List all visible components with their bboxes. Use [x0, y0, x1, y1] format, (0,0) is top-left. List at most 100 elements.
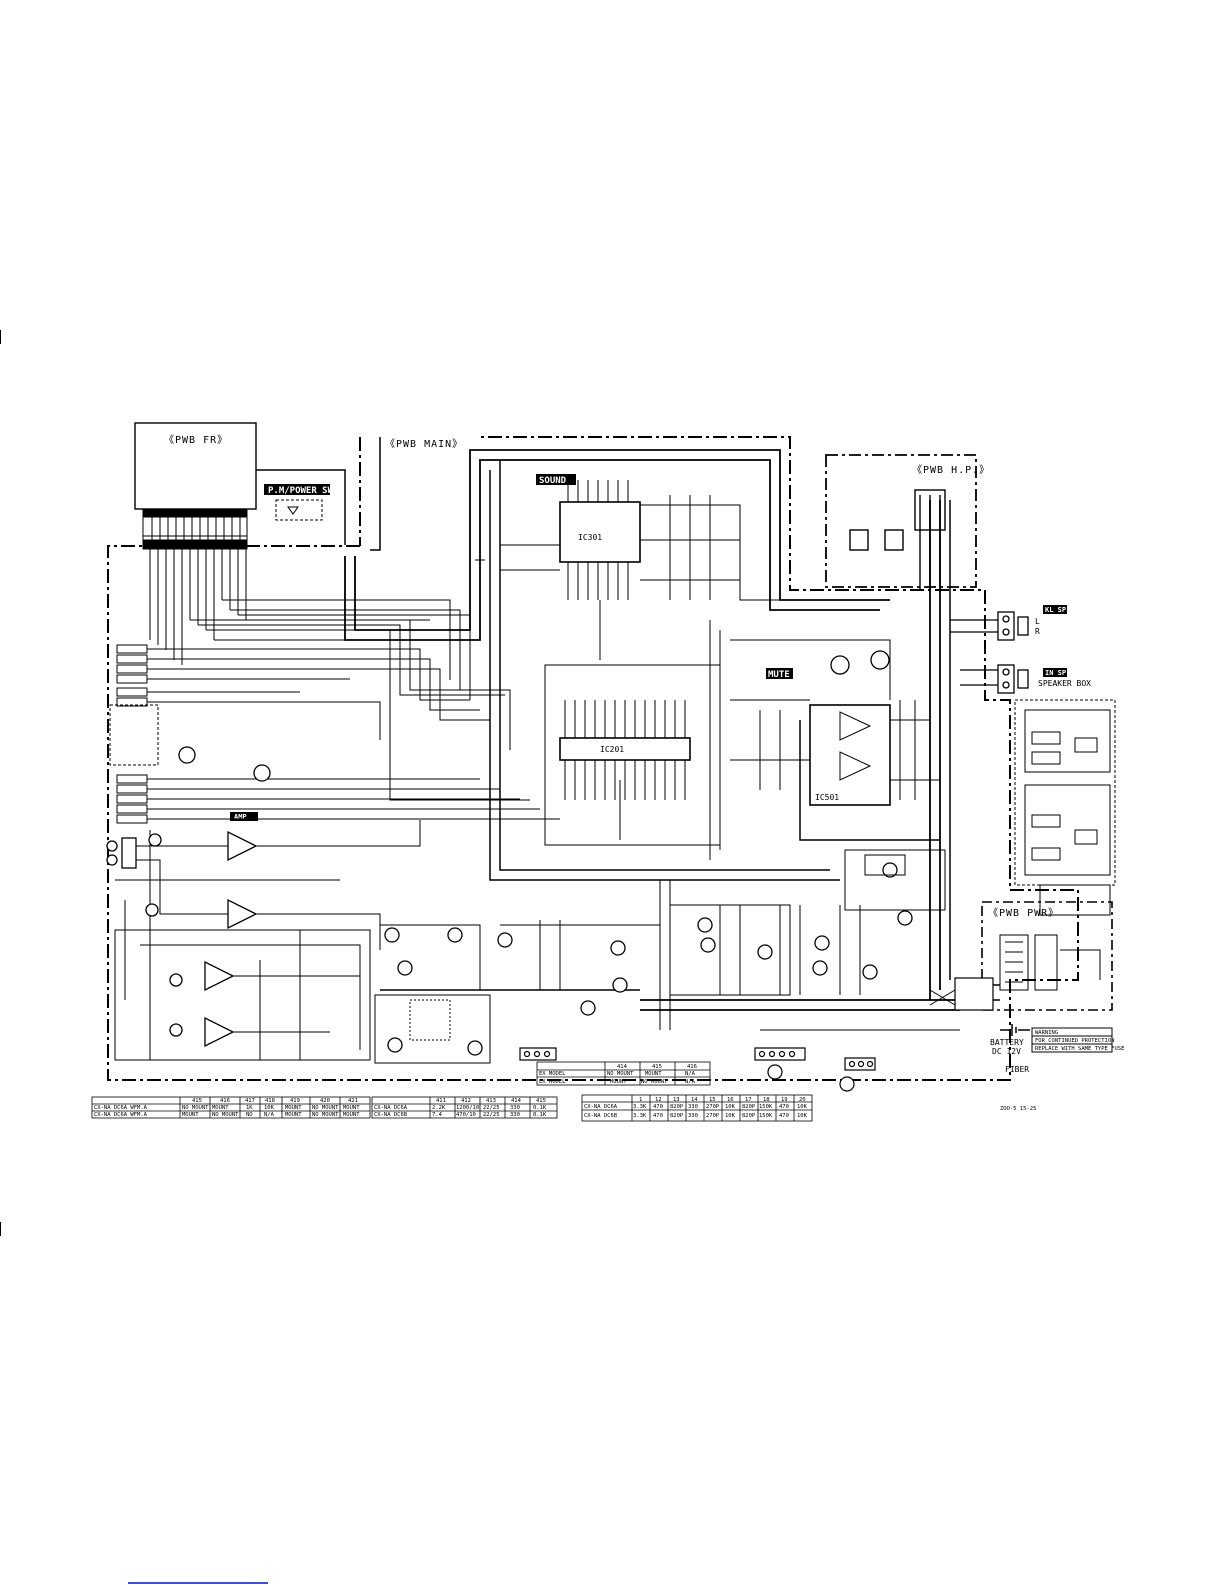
speaker-l-label: L: [1035, 617, 1040, 626]
svg-text:416: 416: [220, 1098, 230, 1104]
bus-wiring: [147, 437, 1000, 1031]
svg-text:CX-NA DC6B: CX-NA DC6B: [584, 1113, 618, 1119]
input-section-wiring: [114, 820, 421, 1061]
svg-text:MUTE: MUTE: [768, 670, 790, 680]
svg-text:20: 20: [799, 1097, 806, 1103]
transformer-variant-2: [1024, 784, 1111, 876]
in-sp-tag: IN SP: [1043, 668, 1067, 677]
svg-text:CX-NA DC6B: CX-NA DC6B: [374, 1112, 408, 1118]
pwb-hp-label: 《PWB H.P.》: [912, 464, 990, 476]
table-right: [581, 1094, 813, 1122]
bottom-connectors: [519, 977, 994, 1092]
svg-text:CX-NA DC6A WFM.A: CX-NA DC6A WFM.A: [94, 1112, 148, 1118]
svg-text:EX MODEL: EX MODEL: [539, 1079, 566, 1085]
svg-text:MOUNT: MOUNT: [343, 1105, 360, 1111]
svg-text:WARNING: WARNING: [1035, 1030, 1058, 1036]
tone-transistors: [384, 862, 913, 1056]
svg-text:270P: 270P: [706, 1113, 720, 1119]
bottom-rule: [128, 1582, 268, 1584]
svg-text:N/A: N/A: [685, 1071, 696, 1077]
mute-transistors: [830, 650, 890, 675]
svg-text:IC501: IC501: [815, 793, 839, 802]
svg-text:MOUNT: MOUNT: [285, 1105, 302, 1111]
table-left-text: CX-NA DC6A WFM.A CX-NA DC6A WFM.A 415 41…: [94, 1098, 360, 1118]
crop-mark-top: [0, 330, 1, 344]
svg-text:16: 16: [727, 1097, 734, 1103]
op-amp-stages: [204, 830, 258, 1048]
svg-text:REPLACE WITH SAME TYPE FUSE: REPLACE WITH SAME TYPE FUSE: [1035, 1046, 1124, 1052]
fr-connector-pins: [142, 508, 248, 549]
svg-text:NO MOUNT: NO MOUNT: [312, 1112, 339, 1118]
svg-text:820P: 820P: [742, 1113, 756, 1119]
sound-ic: IC301: [559, 501, 641, 563]
svg-text:P.M/POWER SW: P.M/POWER SW: [268, 486, 334, 496]
fr-signal-lines: [149, 548, 247, 665]
svg-text:AMP: AMP: [234, 813, 247, 821]
svg-text:0.1K: 0.1K: [533, 1112, 547, 1118]
transformer-section: [1014, 699, 1116, 886]
table-mid-text: CX-NA DC6A CX-NA DC6B 411 412 413 414 41…: [374, 1098, 547, 1118]
svg-text:10K: 10K: [725, 1104, 736, 1110]
speaker-r-label: R: [1035, 627, 1040, 636]
svg-text:470/10: 470/10: [456, 1112, 476, 1118]
kl-sp-tag: KL SP: [1043, 605, 1067, 614]
svg-text:1200/10: 1200/10: [456, 1105, 479, 1111]
svg-text:N/A: N/A: [264, 1112, 275, 1118]
crop-mark-bottom: [0, 1222, 1, 1236]
svg-text:IC301: IC301: [578, 533, 602, 542]
svg-text:IN SP: IN SP: [1045, 669, 1066, 677]
svg-text:13: 13: [673, 1097, 680, 1103]
svg-text:22/25: 22/25: [483, 1105, 500, 1111]
date-code: ZOO-5 15-25: [1000, 1106, 1036, 1112]
table-center: [536, 1061, 711, 1086]
svg-text:415: 415: [192, 1098, 202, 1104]
table-mid: [371, 1096, 558, 1119]
svg-text:414: 414: [511, 1098, 522, 1104]
svg-text:330: 330: [688, 1104, 698, 1110]
amp-tag: AMP: [230, 812, 258, 821]
svg-text:MOUNT: MOUNT: [182, 1112, 199, 1118]
svg-text:MOUNT: MOUNT: [343, 1112, 360, 1118]
svg-text:18: 18: [763, 1097, 770, 1103]
svg-text:150K: 150K: [759, 1113, 773, 1119]
svg-text:1: 1: [639, 1097, 642, 1103]
table-center-text: EX MODEL EX MODEL 414 415 416 NO MOUNT M…: [539, 1064, 697, 1085]
svg-text:MOUNT: MOUNT: [610, 1079, 627, 1085]
svg-text:FOR CONTINUED PROTECTION: FOR CONTINUED PROTECTION: [1035, 1038, 1114, 1044]
speaker-box-label: SPEAKER BOX: [1038, 679, 1091, 688]
table-left: [91, 1096, 371, 1119]
svg-text:820P: 820P: [670, 1104, 684, 1110]
svg-text:330: 330: [688, 1113, 698, 1119]
warning-box: WARNING FOR CONTINUED PROTECTION REPLACE…: [1031, 1027, 1124, 1053]
speaker-output-wires: [950, 619, 998, 686]
svg-text:421: 421: [348, 1098, 358, 1104]
input-jacks: [106, 837, 137, 869]
svg-text:14: 14: [691, 1097, 698, 1103]
switch-triangle-icon: [287, 506, 299, 515]
battery-spec: DC 12V: [992, 1047, 1021, 1056]
control-section-frame: [544, 664, 721, 846]
svg-text:SOUND: SOUND: [539, 476, 567, 486]
svg-text:7.4: 7.4: [432, 1112, 443, 1118]
svg-text:415: 415: [536, 1098, 546, 1104]
svg-text:15: 15: [709, 1097, 716, 1103]
svg-text:470: 470: [653, 1104, 663, 1110]
svg-text:470: 470: [779, 1113, 789, 1119]
left-signal-labels: [109, 644, 159, 824]
speaker-connector-lower: [997, 664, 1029, 694]
svg-text:IC201: IC201: [600, 745, 624, 754]
svg-text:N/A: N/A: [685, 1079, 696, 1085]
svg-text:820P: 820P: [742, 1104, 756, 1110]
svg-text:0.1K: 0.1K: [533, 1105, 547, 1111]
pwb-fr-label: 《PWB FR》: [164, 434, 228, 446]
power-supply-internals: [999, 884, 1111, 991]
table-right-text: CX-NA DC6A CX-NA DC6B 1 12 13 14 15 16 1…: [584, 1097, 808, 1119]
svg-text:MOUNT: MOUNT: [212, 1105, 229, 1111]
pwb-main-label: 《PWB MAIN》: [385, 438, 463, 450]
svg-text:10K: 10K: [264, 1105, 275, 1111]
svg-text:1K: 1K: [246, 1105, 253, 1111]
svg-text:411: 411: [436, 1098, 446, 1104]
power-switch-box: [275, 499, 323, 521]
main-control-ic-pins: [564, 700, 686, 800]
